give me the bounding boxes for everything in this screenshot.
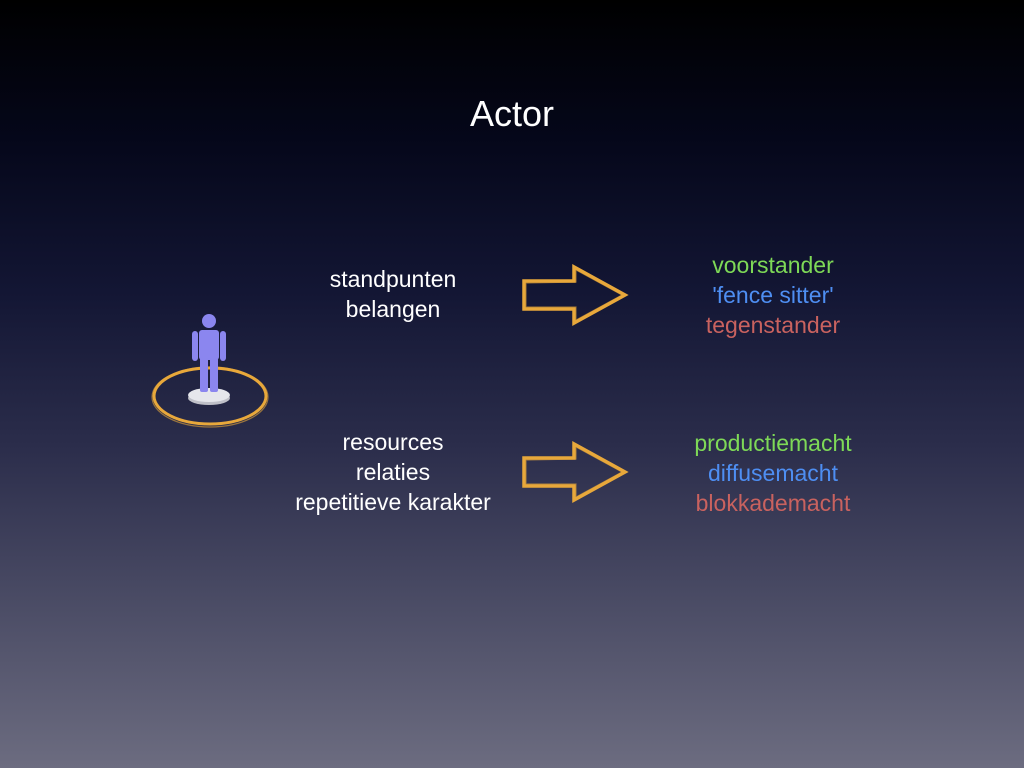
actor-icon: [148, 308, 272, 432]
bottom-input-item: relaties: [355, 459, 431, 485]
output-positive: voorstander: [712, 252, 834, 278]
output-neutral: diffusemacht: [708, 460, 838, 486]
output-neutral: 'fence sitter': [712, 282, 834, 308]
output-negative: blokkademacht: [695, 490, 851, 516]
bottom-input-item: repetitieve karakter: [295, 489, 491, 515]
bottom-input-list: resources relaties repetitieve karakter: [263, 427, 523, 517]
slide-title: Actor: [469, 93, 555, 134]
top-input-list: standpunten belangen: [283, 264, 503, 324]
top-input-item: belangen: [345, 296, 441, 322]
bottom-output-list: productiemacht diffusemacht blokkademach…: [663, 428, 883, 518]
bottom-input-item: resources: [342, 429, 444, 455]
arrow-right-icon: [520, 441, 630, 503]
top-input-item: standpunten: [329, 266, 457, 292]
output-negative: tegenstander: [705, 312, 841, 338]
output-positive: productiemacht: [694, 430, 852, 456]
arrow-right-icon: [520, 264, 630, 326]
top-output-list: voorstander 'fence sitter' tegenstander: [663, 250, 883, 340]
